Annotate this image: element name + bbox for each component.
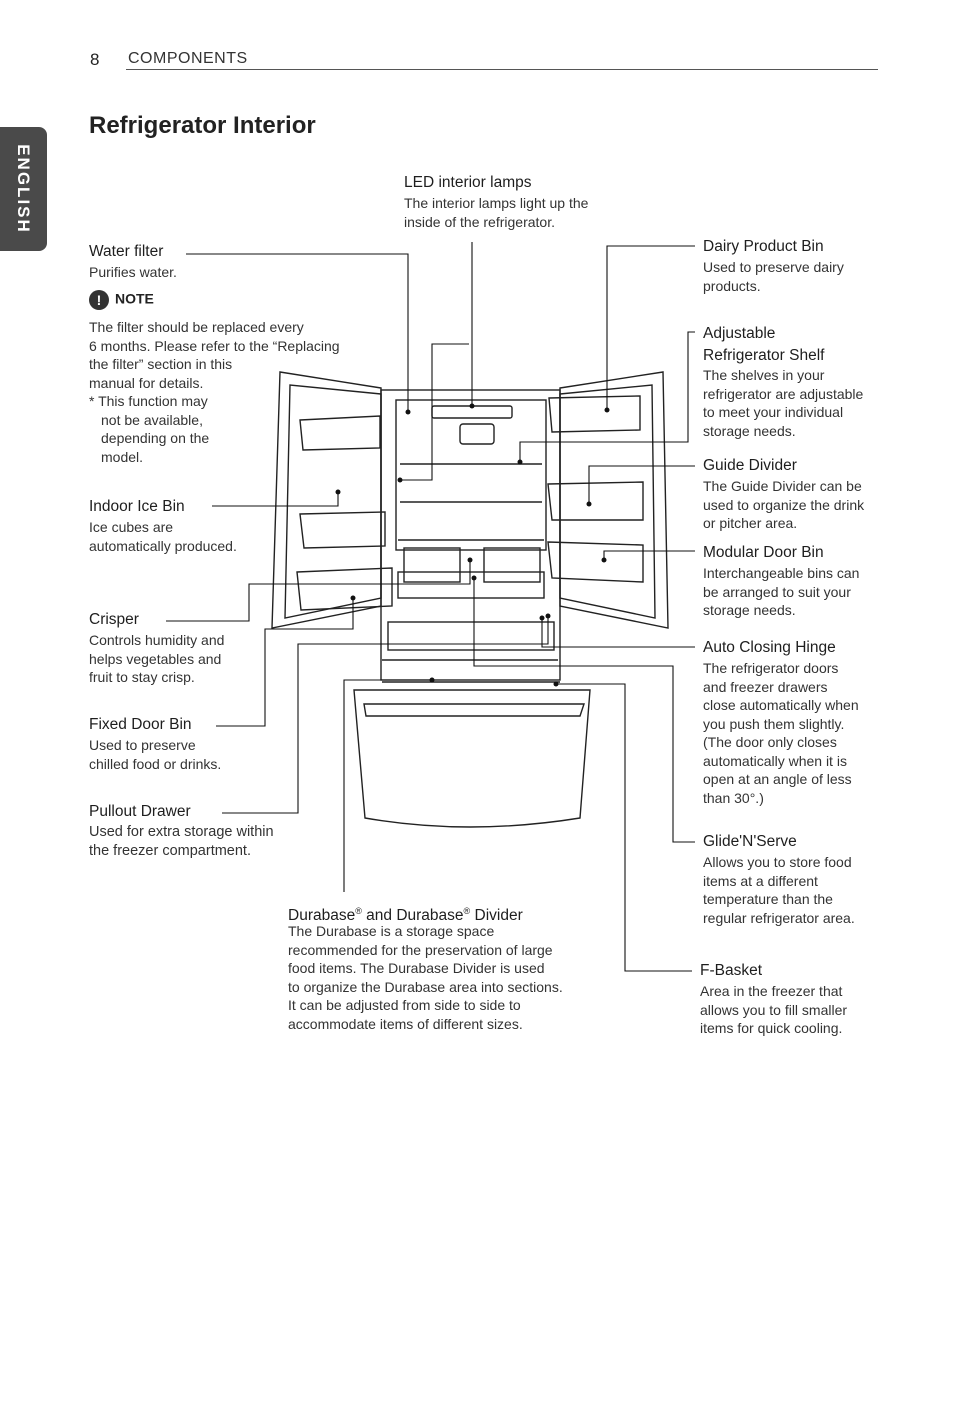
ice-bin-title: Indoor Ice Bin [89,498,185,515]
page-number: 8 [90,50,100,69]
fresh-food-compartment [395,399,547,551]
fixed-door-bin-title: Fixed Door Bin [89,716,192,733]
durabase-title: Durabase® and Durabase® Divider [288,906,523,925]
led-lamps-title: LED interior lamps [404,174,532,191]
language-tab: ENGLISH [0,127,47,251]
leader-lines [166,242,695,972]
header-divider [126,69,878,70]
refrigerator-illustration [271,371,669,828]
water-filter-title: Water filter [89,243,164,260]
page-title: Refrigerator Interior [89,112,316,139]
note-text: The filter should be replaced every 6 mo… [89,319,340,465]
pullout-drawer-title: Pullout Drawer [89,803,191,820]
leader-dots [335,403,610,687]
auto-closing-hinge-title: Auto Closing Hinge [703,639,836,656]
crisper-title: Crisper [89,611,139,628]
f-basket-title: F-Basket [700,962,763,979]
note-heading: !NOTE [89,290,154,310]
water-filter-desc: Purifies water. [89,264,177,280]
cabinet-outline [380,389,561,681]
freezer-drawer [353,689,591,828]
glide-n-serve-title: Glide'N'Serve [703,833,797,850]
guide-divider-title: Guide Divider [703,457,797,474]
section-title: COMPONENTS [128,50,248,67]
warning-icon: ! [89,290,109,310]
modular-door-bin-title: Modular Door Bin [703,544,824,561]
dairy-bin-title: Dairy Product Bin [703,238,824,255]
